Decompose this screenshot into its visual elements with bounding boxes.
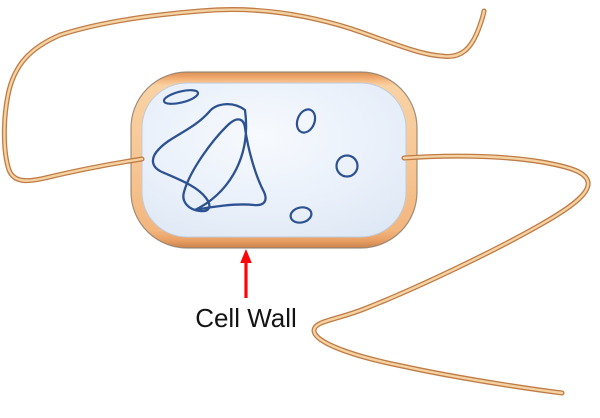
flagellum-right	[311, 153, 591, 396]
cell-body	[130, 71, 418, 249]
plasmid-right-lower	[289, 206, 313, 224]
plasmid-right-middle	[335, 154, 359, 178]
flagellum-right-core	[312, 154, 590, 395]
plasmid-right-upper	[295, 108, 317, 134]
flagellum-left-core	[3, 8, 486, 182]
cytoplasm	[141, 82, 407, 238]
flagellum-left	[1, 7, 487, 184]
nucleoid-dna	[151, 103, 267, 213]
plasmid-top-left	[162, 89, 200, 105]
arrow-head-icon	[240, 249, 252, 263]
cell-wall-label: Cell Wall	[195, 303, 297, 333]
cell-wall-annotation: Cell Wall	[195, 249, 297, 333]
genetic-material	[151, 89, 359, 224]
